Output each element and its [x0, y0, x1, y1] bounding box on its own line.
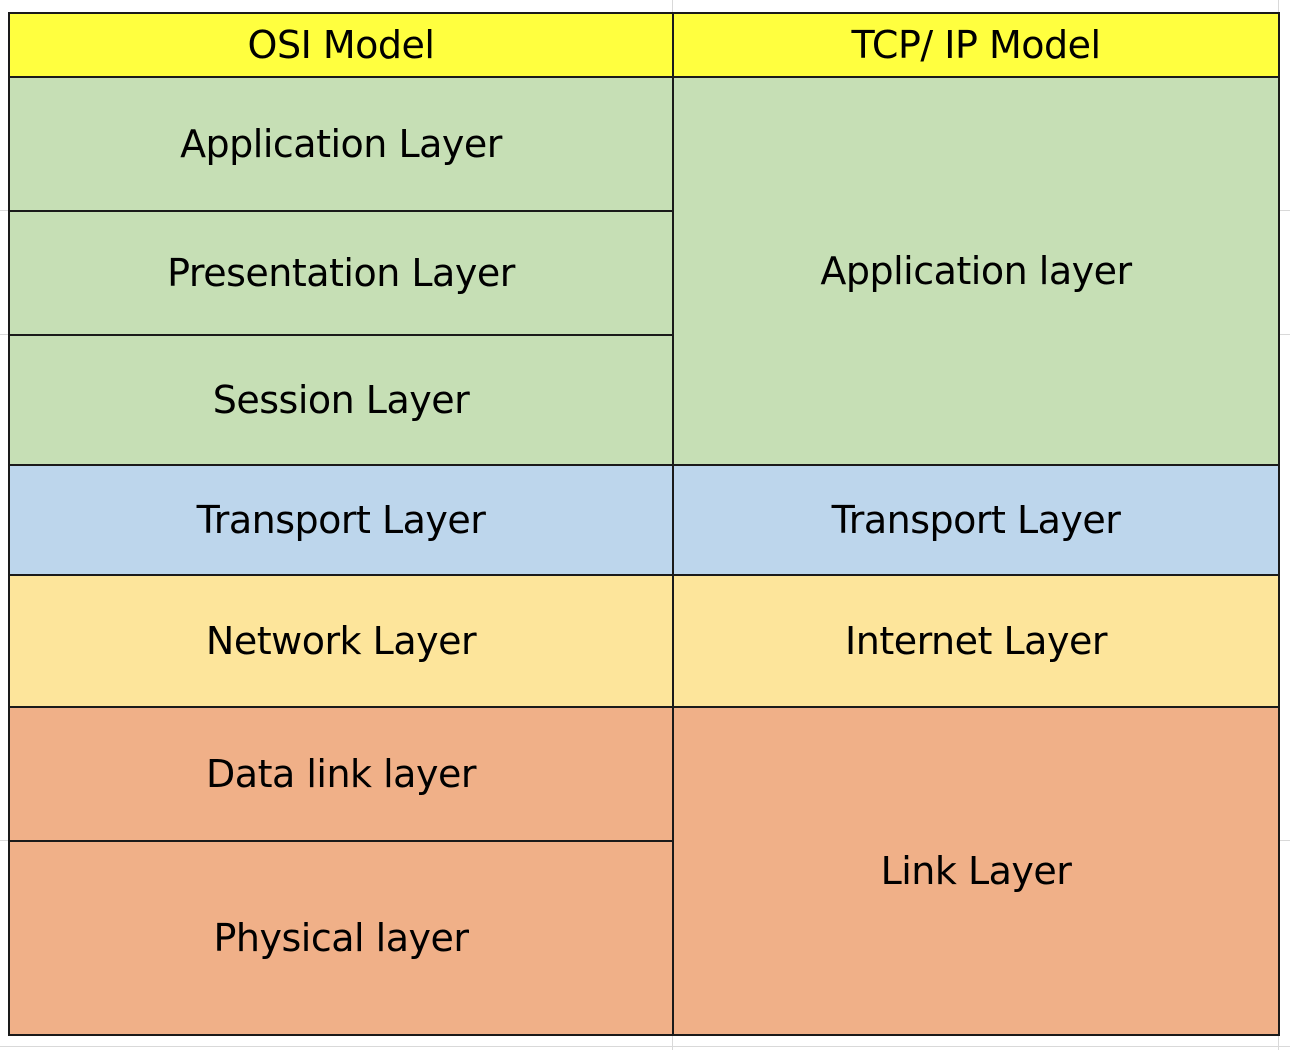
osi-application-layer: Application Layer: [8, 76, 674, 212]
osi-physical-layer: Physical layer: [8, 840, 674, 1036]
osi-data-link-layer: Data link layer: [8, 706, 674, 842]
tcpip-link-layer: Link Layer: [672, 706, 1280, 1036]
tcpip-model-header: TCP/ IP Model: [672, 12, 1280, 78]
tcpip-application-layer: Application layer: [672, 76, 1280, 466]
tcpip-transport-layer: Transport Layer: [672, 464, 1280, 576]
tcpip-internet-layer: Internet Layer: [672, 574, 1280, 708]
osi-presentation-layer: Presentation Layer: [8, 210, 674, 336]
osi-model-header: OSI Model: [8, 12, 674, 78]
grid-line: [0, 1046, 1290, 1047]
osi-session-layer: Session Layer: [8, 334, 674, 466]
osi-transport-layer: Transport Layer: [8, 464, 674, 576]
osi-network-layer: Network Layer: [8, 574, 674, 708]
